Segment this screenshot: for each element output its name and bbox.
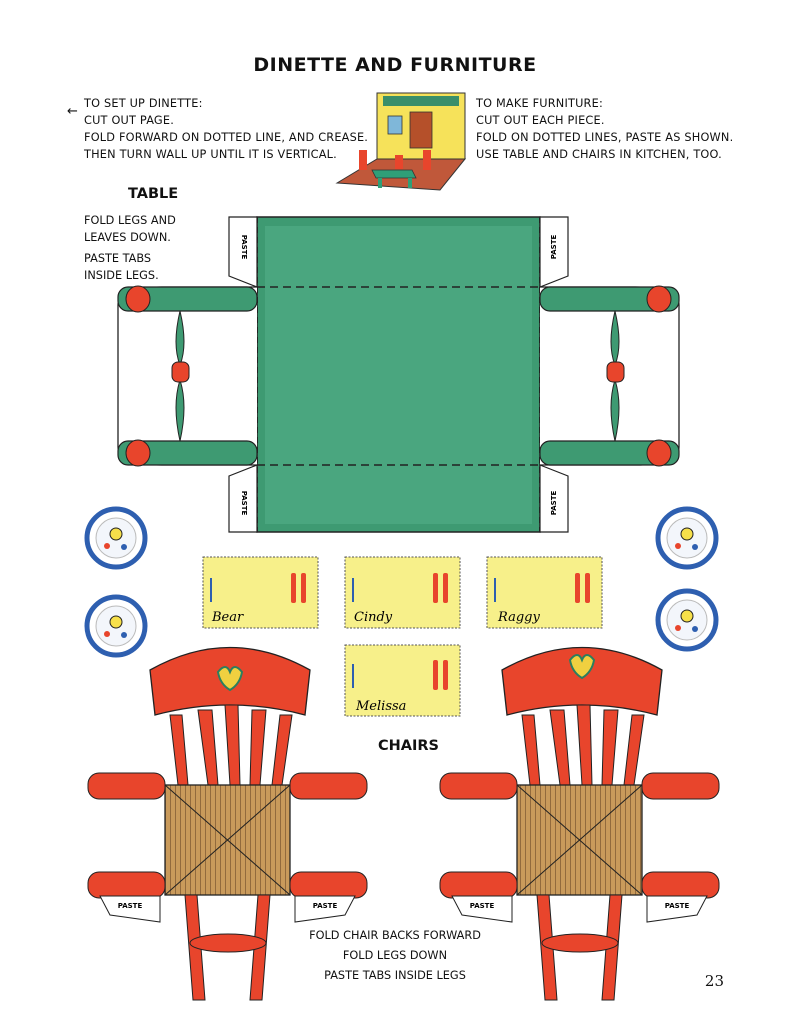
placemat-name: Melissa — [355, 699, 406, 714]
table-tab-label: PASTE — [550, 235, 558, 260]
chairs-heading: CHAIRS — [378, 738, 440, 754]
table-heading: TABLE — [128, 186, 179, 202]
table-instruction-line: LEAVES DOWN. — [84, 231, 171, 244]
table-instructions: FOLD LEGS AND LEAVES DOWN. PASTE TABS IN… — [84, 212, 176, 284]
furniture-instruction-line: USE TABLE AND CHAIRS IN KITCHEN, TOO. — [476, 148, 722, 161]
table-cutout: PASTE PASTE PASTE PASTE — [117, 216, 680, 533]
table-instruction-line: INSIDE LEGS. — [84, 269, 159, 282]
plate-cutout — [84, 506, 148, 570]
chair-instruction-line: PASTE TABS INSIDE LEGS — [324, 969, 466, 982]
chair-tab-label: PASTE — [470, 902, 495, 910]
table-tab-label: PASTE — [240, 491, 248, 516]
dinette-instruction-line: CUT OUT PAGE. — [84, 114, 175, 127]
dinette-instructions: TO SET UP DINETTE: CUT OUT PAGE. FOLD FO… — [84, 95, 368, 163]
dinette-instruction-line: THEN TURN WALL UP UNTIL IT IS VERTICAL. — [84, 148, 337, 161]
plate-cutout — [655, 588, 719, 652]
table-tab-label: PASTE — [240, 235, 248, 260]
chair-cutout: PASTE PASTE — [87, 646, 368, 1001]
placemat-cutout: Raggy — [486, 556, 603, 629]
placemat-name: Cindy — [354, 610, 393, 625]
plate-cutout — [84, 594, 148, 658]
table-instruction-line: PASTE TABS — [84, 252, 152, 265]
chair-tab-label: PASTE — [118, 902, 143, 910]
furniture-instruction-line: TO MAKE FURNITURE: — [476, 97, 603, 110]
chair-tab-label: PASTE — [313, 902, 338, 910]
page-number: 23 — [704, 972, 724, 990]
table-instruction-line: FOLD LEGS AND — [84, 214, 176, 227]
chair-cutout: PASTE PASTE — [439, 646, 720, 1001]
placemat-name: Raggy — [497, 610, 540, 625]
dinette-preview — [335, 92, 467, 191]
placemat-name: Bear — [211, 610, 244, 625]
placemat-cutout: Cindy — [344, 556, 461, 629]
chair-instruction-line: FOLD LEGS DOWN — [342, 949, 448, 962]
chair-tab-label: PASTE — [665, 902, 690, 910]
furniture-instruction-line: CUT OUT EACH PIECE. — [476, 114, 605, 127]
furniture-instructions: TO MAKE FURNITURE: CUT OUT EACH PIECE. F… — [476, 95, 733, 163]
placemat-cutout: Melissa — [344, 644, 461, 717]
chair-instructions: FOLD CHAIR BACKS FORWARD FOLD LEGS DOWN … — [0, 926, 790, 986]
plate-cutout — [655, 506, 719, 570]
page-title: DINETTE AND FURNITURE — [253, 54, 537, 76]
chair-instruction-line: FOLD CHAIR BACKS FORWARD — [309, 929, 481, 942]
table-tab-label: PASTE — [550, 491, 558, 516]
dinette-instruction-line: TO SET UP DINETTE: — [84, 97, 203, 110]
arrow-left-icon: ← — [67, 104, 78, 119]
furniture-instruction-line: FOLD ON DOTTED LINES, PASTE AS SHOWN. — [476, 131, 734, 144]
dinette-instruction-line: FOLD FORWARD ON DOTTED LINE, AND CREASE. — [84, 131, 369, 144]
placemat-cutout: Bear — [202, 556, 319, 629]
